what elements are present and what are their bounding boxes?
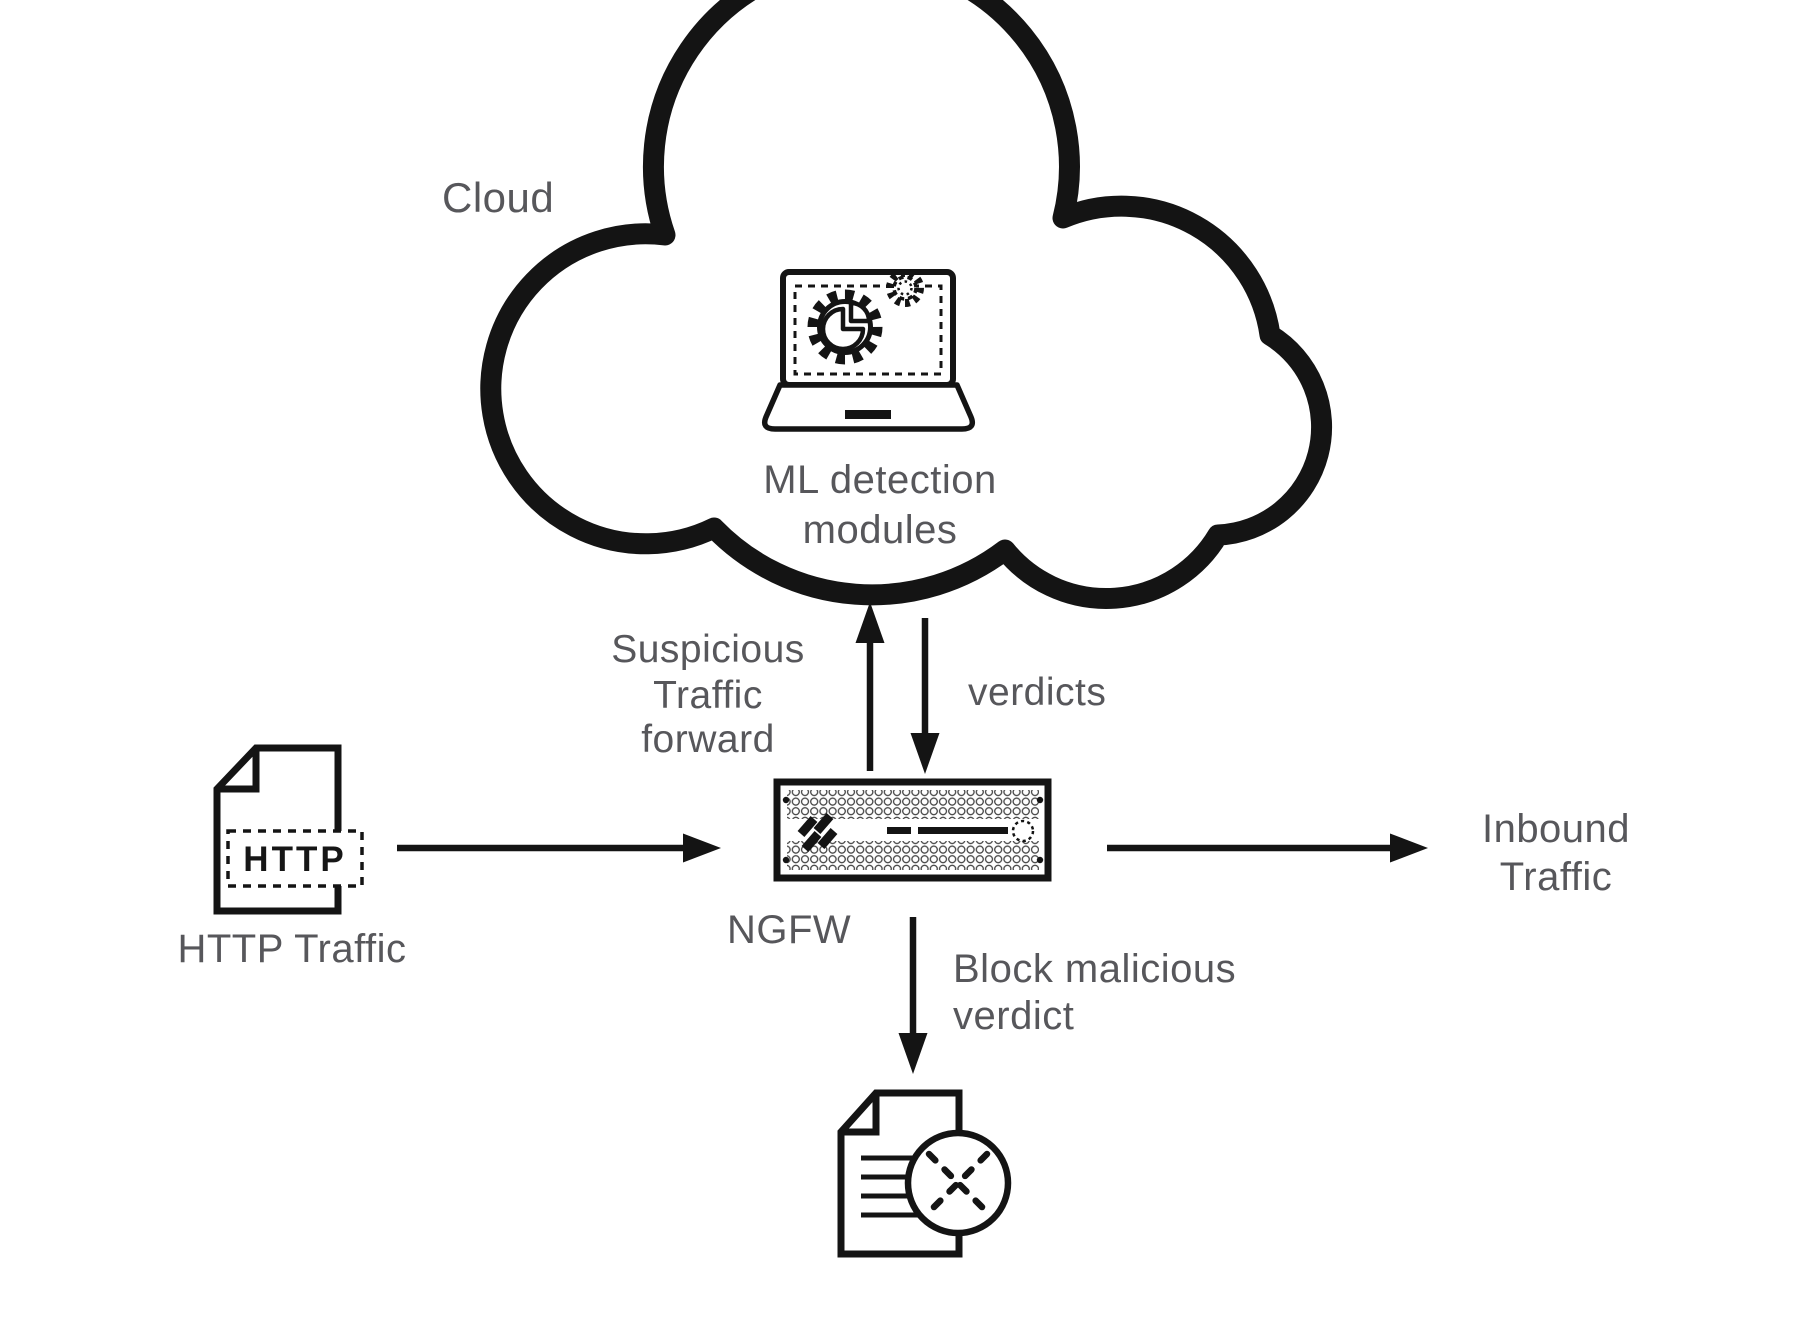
dark-fill-layer [683,410,1428,1074]
laptop-base [761,382,976,432]
laptop-icon [761,269,976,432]
suspicious-label-line1: Suspicious [611,628,805,671]
ngfw-dash-long [918,827,1008,834]
inbound-traffic-label-line2: Traffic [1500,855,1612,899]
block-verdict-label-line2: verdict [953,994,1074,1038]
ngfw-dash-short [887,827,911,834]
ngfw-label: NGFW [727,908,851,952]
http-traffic-label: HTTP Traffic [177,927,406,971]
verdicts-label: verdicts [968,671,1106,714]
http-doc-label: HTTP [243,840,346,879]
ngfw-corner-dot [782,796,790,804]
arrowhead-up [855,602,885,643]
suspicious-label-line3: forward [641,718,775,761]
arrowhead-right [1390,833,1428,863]
blocked-document-fold [841,1093,880,1136]
ngfw-corner-dot [1036,856,1044,864]
ngfw-mesh-bottom [787,841,1039,870]
arrow-shafts [397,618,1391,1034]
cloud-label: Cloud [442,174,554,221]
dotted-gear-icon [886,269,924,307]
gear-with-pie-chart-icon [807,289,883,365]
inbound-traffic-label-line1: Inbound [1482,807,1630,851]
ngfw-corner-dot [1036,796,1044,804]
suspicious-label-line2: Traffic [653,674,763,717]
block-verdict-label-line1: Block malicious [953,947,1236,991]
arrowhead-down [898,1033,928,1074]
ml-modules-label-line1: ML detection [763,458,997,502]
arrowhead-right [683,833,721,863]
ngfw-port-circle [1011,819,1035,843]
block-x-cross [925,1150,991,1216]
http-dashed-box [226,829,364,888]
pie-chart-icon [820,306,866,352]
http-document-fold [217,748,260,793]
arrowhead-down [910,733,940,774]
ngfw-corner-dot [782,856,790,864]
http-document-icon [213,744,364,915]
ml-modules-label-line2: modules [803,508,958,552]
ngfw-logo-icon [797,813,838,852]
art-layer [213,0,1391,1258]
laptop-touchpad [845,410,891,419]
blocked-document-x-icon [837,1089,1012,1258]
ngfw-mesh-top [787,790,1039,819]
pie-chart-wedge [848,300,872,324]
label-layer: Cloud ML detection modules Suspicious Tr… [177,174,1630,1038]
